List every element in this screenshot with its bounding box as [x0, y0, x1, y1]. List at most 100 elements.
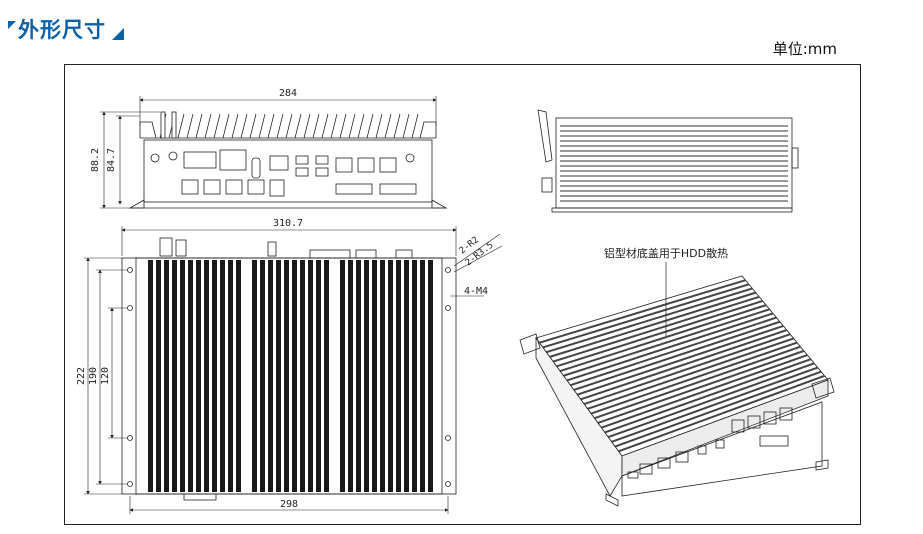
front-fin [240, 113, 248, 139]
top-fin [204, 260, 209, 492]
section-title: 外形尺寸 [8, 14, 124, 44]
top-fin [428, 260, 433, 492]
title-corner-end-icon [112, 28, 124, 40]
iso-fin [566, 312, 774, 382]
top-fin [412, 260, 417, 492]
side-view [537, 109, 799, 213]
front-fin [330, 113, 338, 139]
front-fin [195, 113, 203, 139]
top-fin [148, 260, 153, 492]
front-fin [204, 113, 212, 139]
top-fin [380, 260, 385, 492]
top-fin [388, 260, 393, 492]
front-fin [177, 113, 185, 139]
top-fin [228, 260, 233, 492]
front-view [128, 111, 448, 209]
front-fin [231, 113, 239, 139]
top-view-dimensions [84, 226, 503, 514]
iso-heatsink-fins [539, 279, 825, 453]
iso-fin [570, 316, 777, 387]
top-height-mid-label: 190 [88, 367, 99, 385]
iso-fin [539, 279, 746, 344]
page-title: 外形尺寸 [18, 18, 106, 42]
front-height-inner-label: 84.7 [106, 148, 117, 172]
top-fin [348, 260, 353, 492]
iso-fin [549, 291, 757, 358]
front-fin [348, 113, 356, 139]
top-heatsink-fins [148, 260, 433, 492]
iso-fin [583, 333, 791, 406]
iso-fin [604, 358, 812, 434]
front-fin [384, 113, 392, 139]
top-height-inner-label: 120 [100, 367, 111, 385]
front-fin [375, 113, 383, 139]
front-fin [411, 113, 419, 139]
top-fin [252, 260, 257, 492]
front-fin [339, 113, 347, 139]
front-fin [276, 113, 284, 139]
unit-label: 单位:mm [772, 40, 837, 58]
iso-fin [552, 295, 760, 363]
iso-fin [573, 320, 781, 391]
top-fin [188, 260, 193, 492]
iso-fin [587, 337, 794, 410]
iso-fin [580, 329, 788, 401]
iso-fin [601, 354, 808, 429]
iso-fin [597, 349, 805, 424]
top-fin [180, 260, 185, 492]
front-heatsink-fins [159, 113, 419, 139]
top-fin [292, 260, 297, 492]
side-heatsink-fins [560, 125, 788, 202]
top-fin [220, 260, 225, 492]
drawing-frame [64, 64, 861, 525]
top-fin [364, 260, 369, 492]
top-fin [268, 260, 273, 492]
front-view-dimensions [100, 96, 437, 209]
top-fin [308, 260, 313, 492]
front-fin [186, 113, 194, 139]
top-fin [372, 260, 377, 492]
front-fin [321, 113, 329, 139]
iso-fin [590, 341, 798, 415]
front-height-outer-label: 88.2 [90, 148, 101, 172]
top-fin [196, 260, 201, 492]
top-fin [356, 260, 361, 492]
front-fin [366, 113, 374, 139]
top-fin [260, 260, 265, 492]
iso-fin [542, 283, 750, 349]
iso-fin [618, 374, 825, 453]
front-fin [222, 113, 230, 139]
iso-fin [576, 324, 784, 396]
holes-label: 4-M4 [464, 286, 488, 297]
front-fin [258, 113, 266, 139]
front-fin [249, 113, 257, 139]
top-fin [212, 260, 217, 492]
iso-fin [559, 304, 767, 372]
top-total-width-label: 310.7 [273, 218, 303, 229]
front-fin [357, 113, 365, 139]
top-fin [236, 260, 241, 492]
top-fin [276, 260, 281, 492]
iso-callout-label: 铝型材底盖用于HDD散热 [604, 246, 728, 260]
top-fin [340, 260, 345, 492]
iso-fin [607, 362, 815, 439]
iso-fin [594, 345, 801, 420]
iso-fin [556, 300, 763, 368]
top-fin [284, 260, 289, 492]
top-mount-width-label: 298 [280, 499, 298, 510]
iso-view [519, 262, 835, 507]
top-view [121, 237, 457, 501]
iso-fin [614, 370, 822, 448]
top-fin [420, 260, 425, 492]
front-fin [312, 113, 320, 139]
iso-fin [546, 287, 753, 354]
front-fin [303, 113, 311, 139]
top-fin [156, 260, 161, 492]
top-fin [300, 260, 305, 492]
front-fin [294, 113, 302, 139]
front-fin [267, 113, 275, 139]
front-fin [402, 113, 410, 139]
iso-fin [563, 308, 770, 377]
top-fin [404, 260, 409, 492]
